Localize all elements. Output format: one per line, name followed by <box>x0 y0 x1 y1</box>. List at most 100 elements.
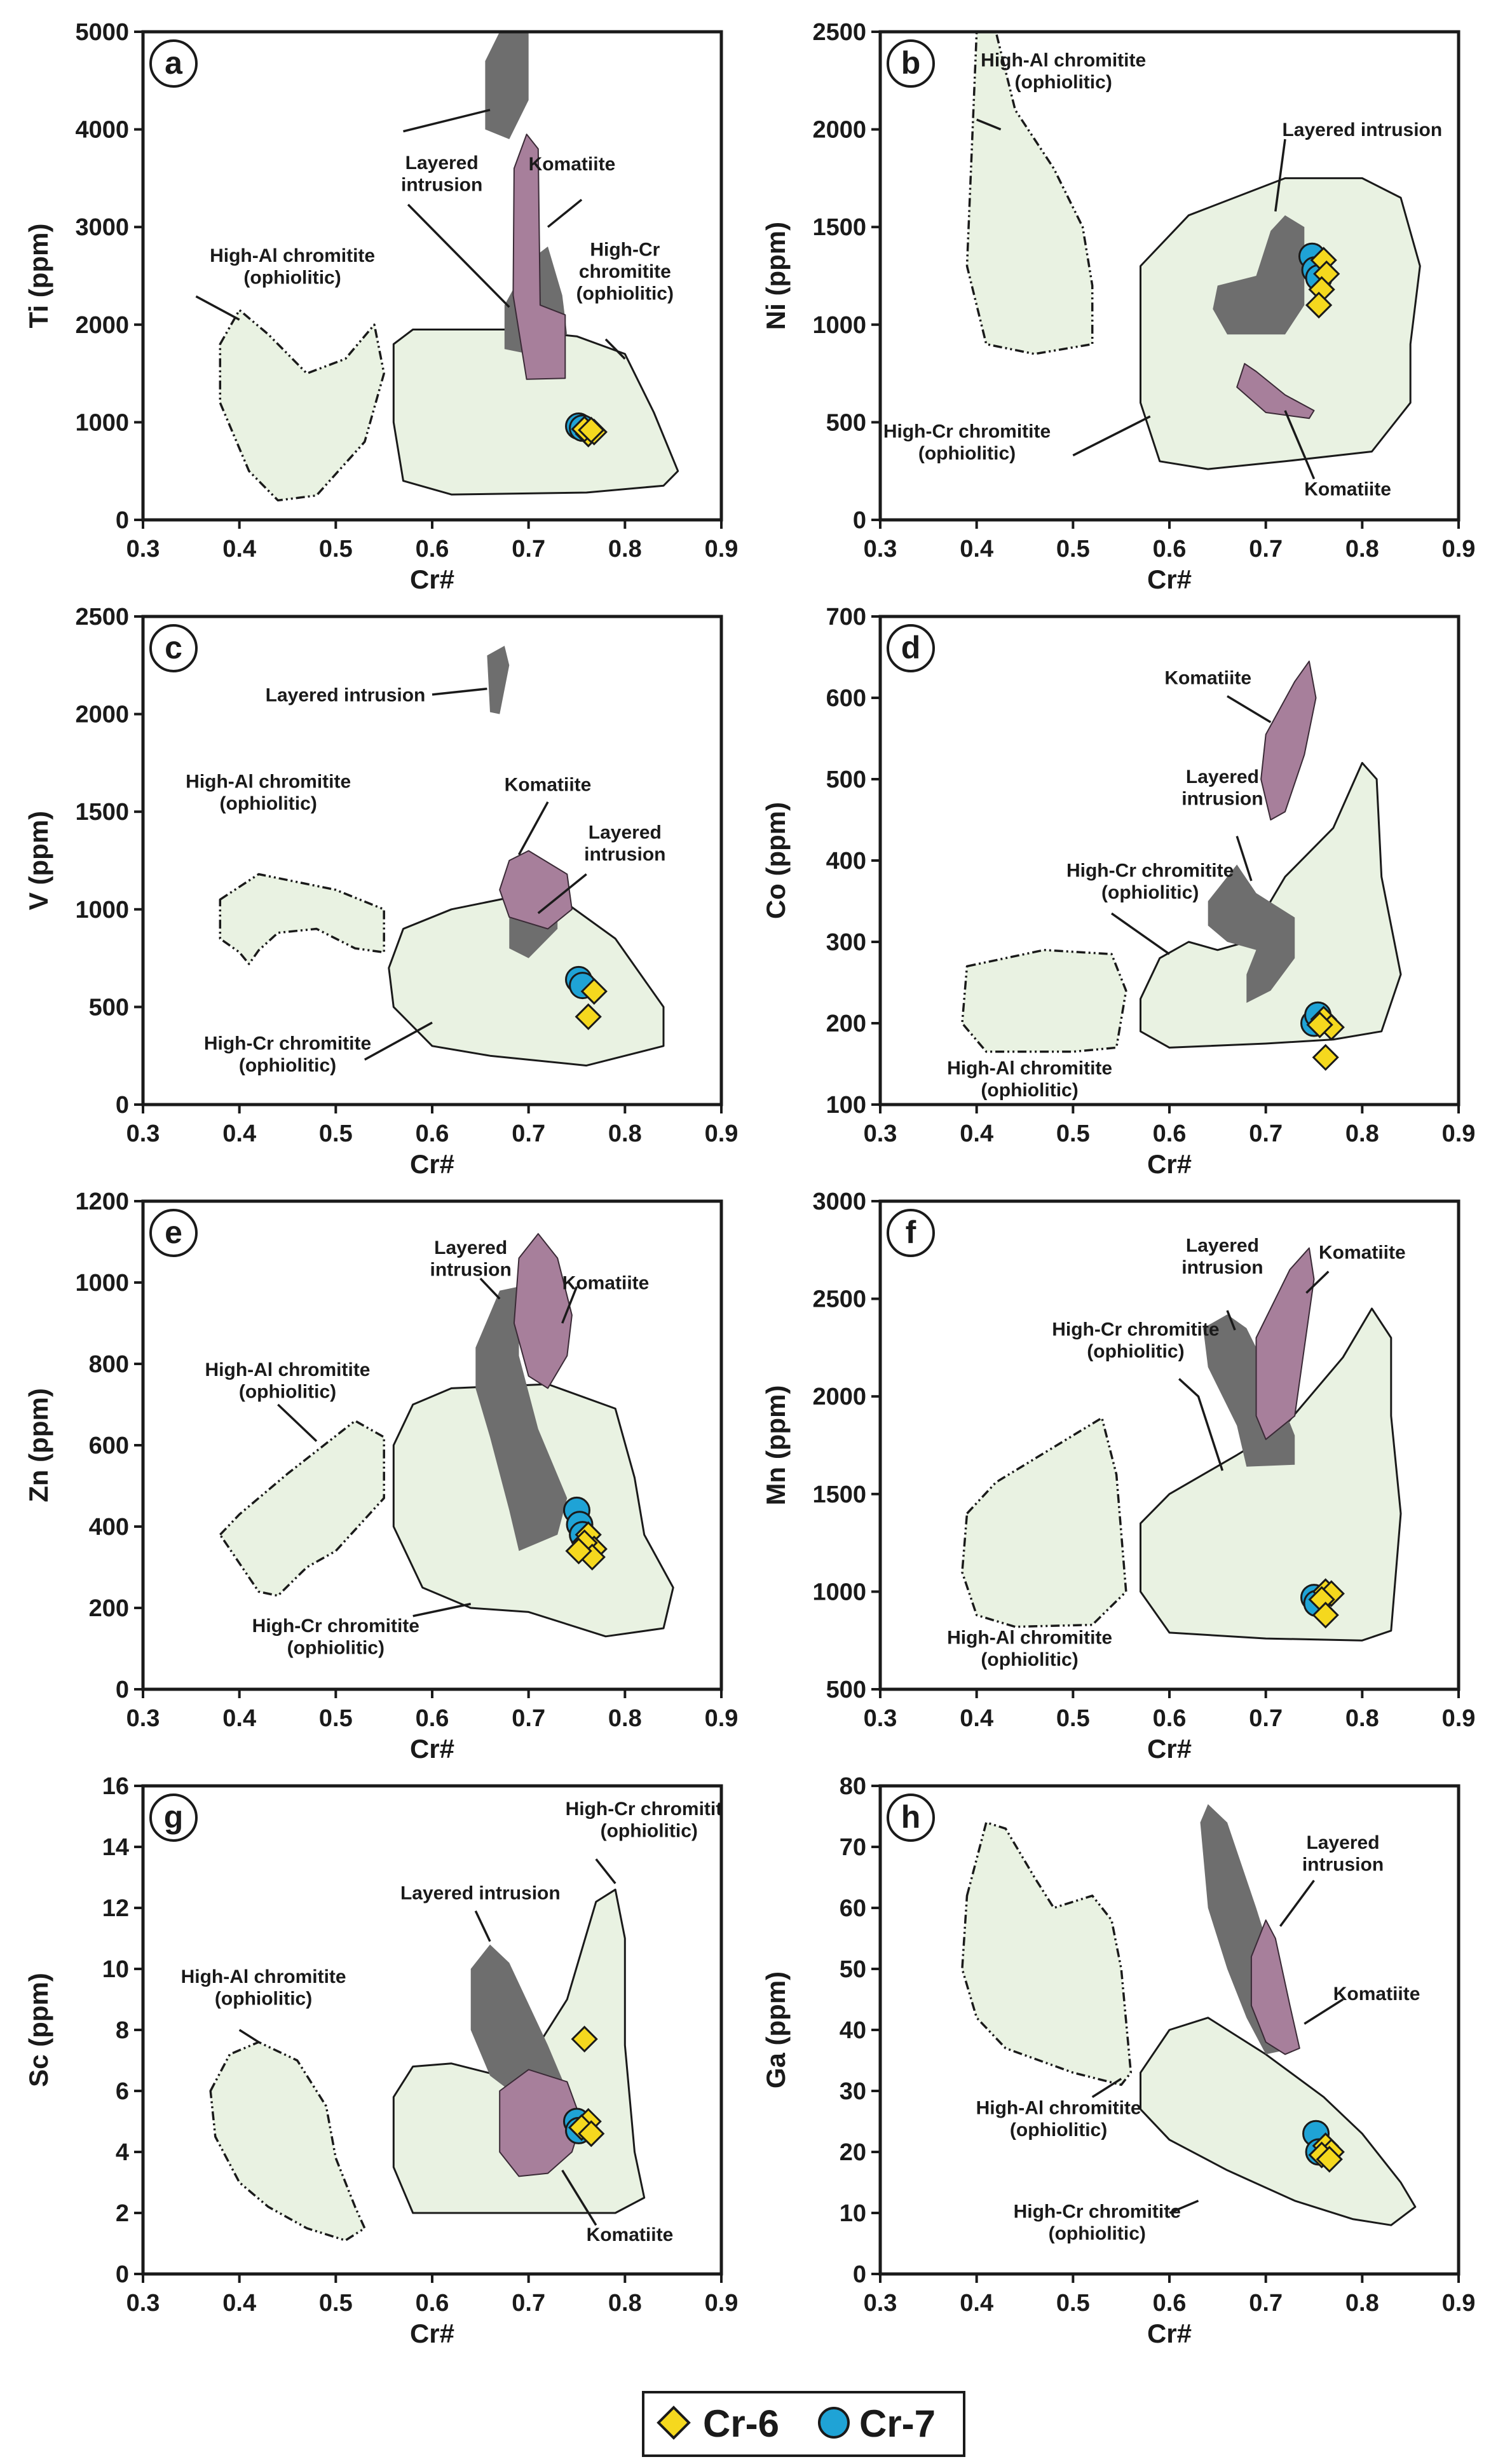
field-high-al <box>209 2041 366 2242</box>
panel-badge <box>887 39 935 88</box>
field-label: Layered intrusion <box>400 1883 561 1904</box>
y-tick-label: 1000 <box>75 409 129 436</box>
field-komatiite <box>1255 1247 1315 1440</box>
y-tick-label: 800 <box>89 1351 129 1378</box>
field-high-al <box>219 1419 385 1597</box>
panel-g: High-Cr chromitite(ophiolitic)Layered in… <box>24 1773 738 2348</box>
y-tick-label: 400 <box>89 1514 129 1541</box>
field-label: High-Al chromitite(ophiolitic) <box>186 772 351 815</box>
leader-line <box>412 1602 472 1617</box>
field-komatiite <box>499 2069 583 2177</box>
y-tick-label: 60 <box>840 1895 866 1922</box>
y-tick-label: 30 <box>840 2078 866 2105</box>
point-cr6 <box>1306 1011 1333 1038</box>
panel-b: High-Al chromitite(ophiolitic)Layered in… <box>761 19 1475 594</box>
leader-line <box>1110 912 1171 955</box>
field-komatiite <box>1260 660 1317 820</box>
field-label: High-Cr chromitite(ophiolitic) <box>1052 1319 1219 1362</box>
legend-label-cr6: Cr-6 <box>703 2402 779 2445</box>
x-tick-label: 0.3 <box>864 536 897 562</box>
leader-line <box>1227 695 1272 723</box>
x-axis-label: Cr# <box>410 564 454 594</box>
point-cr6 <box>578 2120 605 2147</box>
y-tick-label: 2000 <box>812 1384 866 1410</box>
field-label: Komatiite <box>1319 1242 1406 1263</box>
panel-badge <box>149 624 198 672</box>
field-label: High-Al chromitite(ophiolitic) <box>181 1966 346 2010</box>
x-tick-label: 0.8 <box>1345 1705 1379 1732</box>
field-label: Komatiite <box>1333 1984 1420 2005</box>
y-tick-label: 4 <box>116 2139 129 2166</box>
leader-line <box>561 1286 578 1324</box>
y-tick-label: 4000 <box>75 117 129 144</box>
x-tick-label: 0.7 <box>1249 1120 1283 1147</box>
point-cr6 <box>1305 291 1333 319</box>
y-tick-label: 600 <box>826 685 866 712</box>
x-axis-label: Cr# <box>1147 1149 1192 1179</box>
y-tick-label: 1500 <box>812 1481 866 1508</box>
y-tick-label: 20 <box>840 2139 866 2166</box>
leader-line <box>364 1021 433 1061</box>
y-tick-label: 1000 <box>75 897 129 923</box>
x-tick-label: 0.5 <box>319 536 353 562</box>
panel-badge <box>149 1794 198 1842</box>
y-tick-label: 0 <box>853 2261 866 2288</box>
legend-label-cr7: Cr-7 <box>859 2402 936 2445</box>
x-tick-label: 0.6 <box>1153 536 1187 562</box>
leader-line <box>976 118 1002 131</box>
point-cr6 <box>1316 2146 1343 2173</box>
y-tick-label: 14 <box>102 1834 129 1861</box>
y-tick-label: 500 <box>826 1677 866 1703</box>
leader-line <box>561 2169 597 2226</box>
x-tick-label: 0.6 <box>416 1705 449 1732</box>
leader-line <box>1072 415 1151 457</box>
x-tick-label: 0.8 <box>608 1120 642 1147</box>
point-cr6 <box>575 1003 602 1030</box>
panel-badge <box>887 1794 935 1842</box>
field-komatiite <box>1250 1919 1300 2055</box>
field-label: Komatiite <box>529 154 616 175</box>
y-tick-label: 1000 <box>812 312 866 339</box>
x-tick-label: 0.6 <box>1153 1120 1187 1147</box>
field-komatiite <box>513 1233 573 1389</box>
x-tick-label: 0.6 <box>416 2290 449 2317</box>
x-tick-label: 0.6 <box>1153 1705 1187 1732</box>
field-komatiite <box>1236 363 1315 419</box>
field-high-cr <box>1140 2017 1417 2226</box>
x-tick-label: 0.4 <box>222 2290 256 2317</box>
x-tick-label: 0.4 <box>960 2290 993 2317</box>
y-tick-label: 200 <box>826 1011 866 1037</box>
leader-line <box>1284 410 1316 480</box>
y-axis-label: Ti (ppm) <box>24 224 53 329</box>
x-tick-label: 0.8 <box>1345 1120 1379 1147</box>
field-komatiite <box>499 850 573 930</box>
leader-line <box>277 1403 318 1442</box>
field-komatiite <box>512 133 566 380</box>
x-tick-label: 0.3 <box>126 2290 160 2317</box>
leader-line <box>407 203 510 308</box>
x-tick-label: 0.5 <box>1056 1120 1090 1147</box>
leader-line <box>1305 1270 1330 1294</box>
plot-area: High-Al chromitite(ophiolitic)Layered in… <box>883 32 1442 500</box>
x-axis-label: Cr# <box>1147 1734 1192 1764</box>
panel-letter: b <box>901 45 921 81</box>
y-tick-label: 3000 <box>812 1188 866 1215</box>
y-tick-label: 500 <box>826 409 866 436</box>
y-tick-label: 2 <box>116 2200 129 2227</box>
panel-badge <box>887 1209 935 1257</box>
x-tick-label: 0.8 <box>1345 536 1379 562</box>
x-tick-label: 0.5 <box>319 1705 353 1732</box>
panel-letter: h <box>901 1799 921 1835</box>
x-tick-label: 0.9 <box>1442 2290 1476 2317</box>
y-tick-label: 5000 <box>75 19 129 46</box>
x-tick-label: 0.9 <box>1442 536 1476 562</box>
field-label: High-Al chromitite(ophiolitic) <box>947 1058 1112 1101</box>
panel-letter: g <box>164 1799 184 1835</box>
x-tick-label: 0.5 <box>1056 1705 1090 1732</box>
x-axis-label: Cr# <box>410 1734 454 1764</box>
